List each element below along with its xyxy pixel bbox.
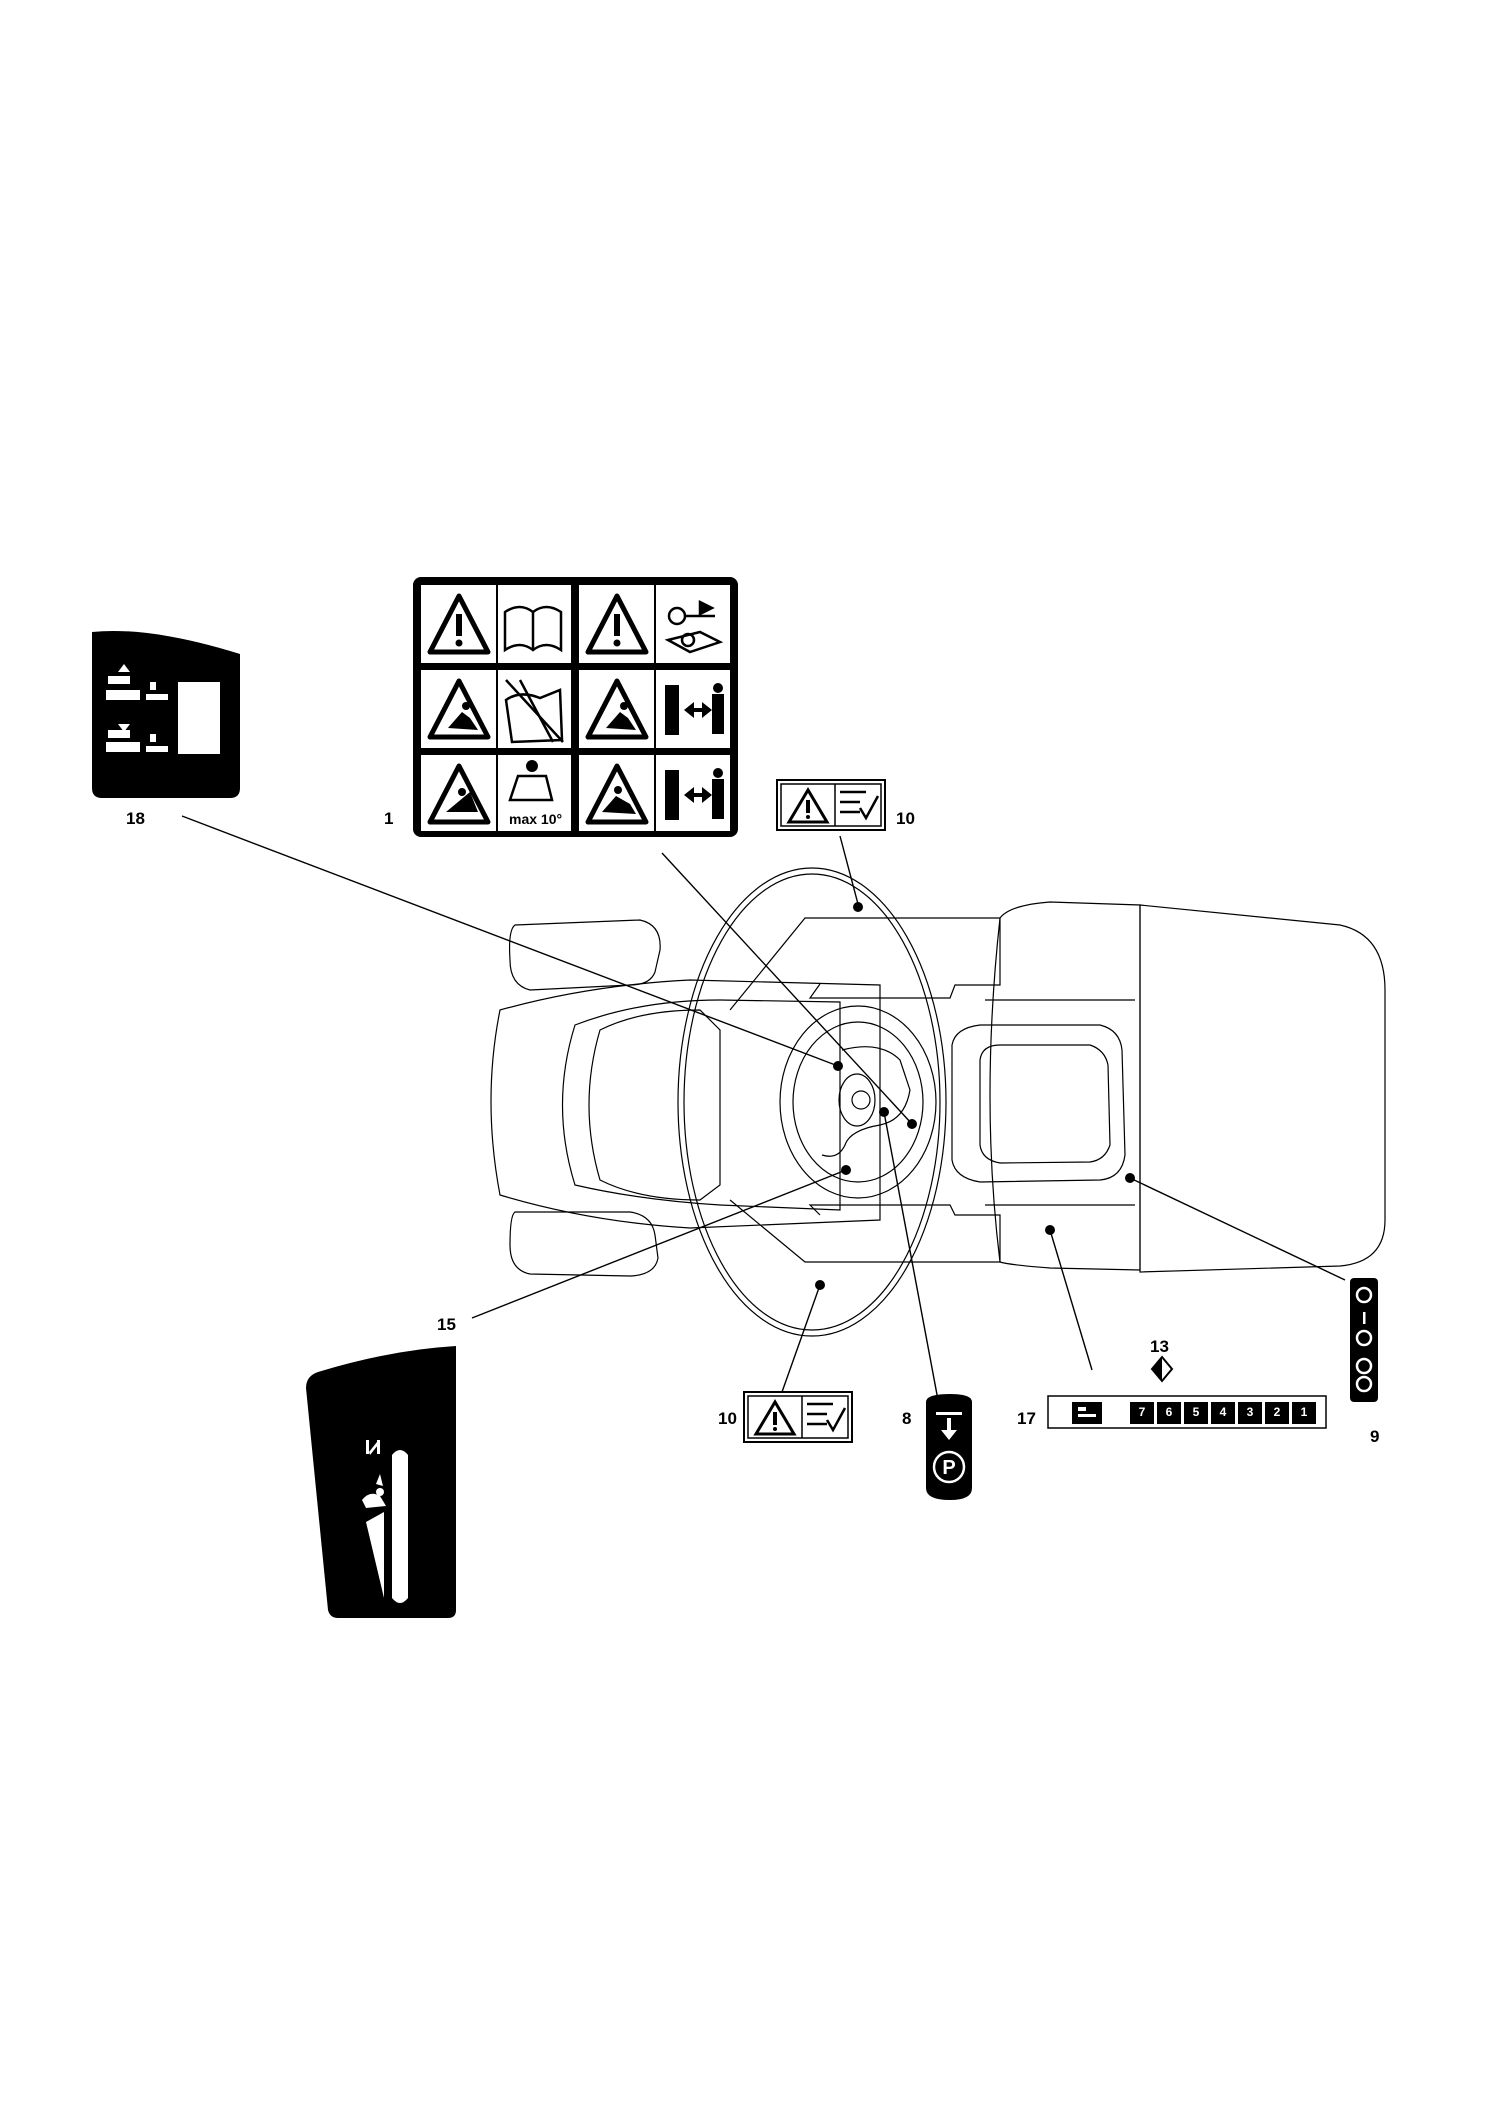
decal-17-cutting-height: 7 6 5 4 3 2 1 xyxy=(1047,1395,1327,1429)
decal-9-switch xyxy=(1350,1278,1378,1402)
chassis-top xyxy=(729,917,1001,1011)
callout-1: 1 xyxy=(384,809,393,828)
rabbit-icon xyxy=(362,1474,386,1508)
hood-inner xyxy=(561,999,841,1211)
slope-max-label: max 10° xyxy=(509,811,562,827)
chassis-bottom xyxy=(729,1199,1001,1263)
hood xyxy=(490,979,881,1229)
cutting-deck xyxy=(677,867,947,1337)
steering-wheel xyxy=(792,1021,924,1183)
front-wheel-bottom xyxy=(509,1211,659,1277)
blade-hand-icon xyxy=(840,790,880,821)
callout-17: 17 xyxy=(1017,1409,1036,1428)
parking-letter: P xyxy=(942,1457,955,1479)
height-position-5: 5 xyxy=(1193,1405,1200,1419)
mower-outline xyxy=(490,867,1386,1337)
key-remove-icon xyxy=(664,599,724,654)
lights-icon xyxy=(1355,1357,1373,1375)
dashboard xyxy=(779,1005,937,1199)
decal-13-diamond xyxy=(1150,1355,1174,1383)
blade-hand-icon xyxy=(807,1402,847,1433)
callout-13: 13 xyxy=(1150,1337,1169,1356)
warning-triangle-icon xyxy=(753,1399,797,1436)
off-icon xyxy=(1355,1286,1373,1304)
decal-18-lift-lever xyxy=(92,630,240,798)
callout-15: 15 xyxy=(437,1315,456,1334)
steering-hub xyxy=(851,1090,871,1110)
height-lever-icon xyxy=(1072,1402,1102,1424)
decal-1-safety-panel: max 10° xyxy=(413,577,738,837)
keep-distance-icon xyxy=(665,683,724,820)
callout-8: 8 xyxy=(902,1409,911,1428)
warning-triangle-icon xyxy=(427,593,649,825)
height-position-3: 3 xyxy=(1247,1405,1254,1419)
warning-triangle-icon xyxy=(786,787,830,824)
front-wheel-top xyxy=(508,919,661,991)
leader-dots xyxy=(815,902,1135,1290)
height-position-blocks xyxy=(1130,1402,1316,1424)
height-position-2: 2 xyxy=(1274,1405,1281,1419)
steering-spoke xyxy=(821,1046,911,1157)
leader-lines xyxy=(181,815,1346,1401)
seat-inner xyxy=(979,1044,1111,1164)
rear-body xyxy=(989,901,1141,1271)
height-position-6: 6 xyxy=(1166,1405,1173,1419)
lower-icon xyxy=(106,724,168,752)
hood-scoop xyxy=(588,1009,721,1201)
raise-icon xyxy=(106,664,168,700)
seat-outer xyxy=(951,1024,1126,1183)
decal-8-parking-brake: P xyxy=(926,1394,972,1500)
decal-10-deck-warning-bottom xyxy=(743,1391,853,1443)
callout-10-top: 10 xyxy=(896,809,915,828)
decal-10-deck-warning-top xyxy=(776,779,886,831)
choke-icon xyxy=(366,1440,380,1455)
slope-max-icon xyxy=(508,760,554,802)
decal-15-throttle xyxy=(306,1346,456,1618)
callout-10-bottom: 10 xyxy=(718,1409,737,1428)
no-passenger-icon xyxy=(504,679,564,744)
callout-18: 18 xyxy=(126,809,145,828)
steering-hub-ring xyxy=(838,1073,876,1127)
parking-icon xyxy=(932,1450,966,1484)
grass-bag xyxy=(1139,904,1386,1273)
height-position-7: 7 xyxy=(1139,1405,1146,1419)
height-position-1: 1 xyxy=(1301,1405,1308,1419)
callout-labels: 18 1 10 15 10 8 17 13 9 xyxy=(126,809,1379,1446)
manual-book-icon xyxy=(503,605,563,653)
callout-9: 9 xyxy=(1370,1427,1379,1446)
cutting-deck-inner xyxy=(683,873,941,1331)
on-icon xyxy=(1355,1329,1373,1347)
arrow-down-icon xyxy=(936,1412,962,1440)
height-position-4: 4 xyxy=(1220,1405,1227,1419)
throttle-wedge-icon xyxy=(366,1512,384,1598)
